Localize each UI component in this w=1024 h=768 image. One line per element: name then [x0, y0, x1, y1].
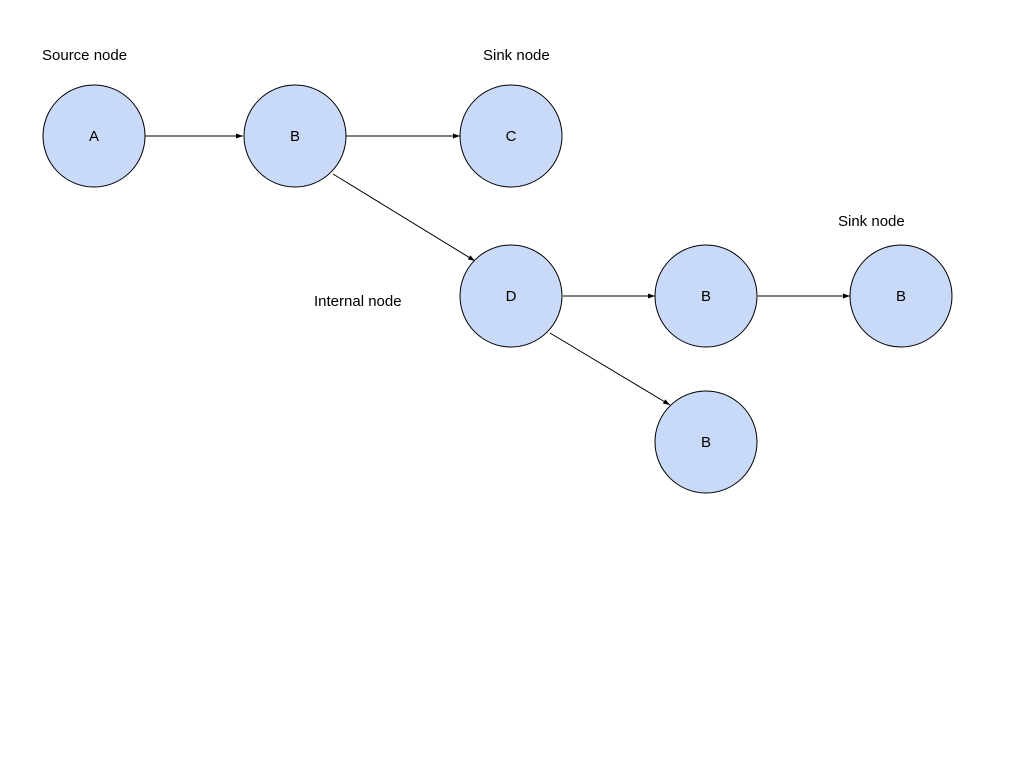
node-b-label: B: [290, 128, 300, 145]
node-b-middle-circle: [654, 244, 758, 348]
node-a-label: A: [89, 128, 99, 145]
node-c: C: [459, 84, 563, 188]
sink-node-annotation-right: Sink node: [838, 213, 905, 230]
node-c-label: C: [506, 128, 517, 145]
node-b-lower-label: B: [701, 434, 711, 451]
node-b-circle: [243, 84, 347, 188]
node-b-sink: B: [849, 244, 953, 348]
node-a: A: [42, 84, 146, 188]
node-a-circle: [42, 84, 146, 188]
edge-d-to-b-lower: [549, 332, 671, 406]
node-d-circle: [459, 244, 563, 348]
node-c-circle: [459, 84, 563, 188]
node-b-sink-label: B: [896, 288, 906, 305]
node-d-label: D: [506, 288, 517, 305]
edge-b-to-d: [332, 173, 476, 262]
node-b: B: [243, 84, 347, 188]
node-b-sink-circle: [849, 244, 953, 348]
node-d: D: [459, 244, 563, 348]
internal-node-annotation: Internal node: [314, 293, 402, 310]
node-b-middle-label: B: [701, 288, 711, 305]
node-b-middle: B: [654, 244, 758, 348]
node-b-lower-circle: [654, 390, 758, 494]
source-node-annotation: Source node: [42, 47, 127, 64]
node-b-lower: B: [654, 390, 758, 494]
sink-node-annotation-top: Sink node: [483, 47, 550, 64]
